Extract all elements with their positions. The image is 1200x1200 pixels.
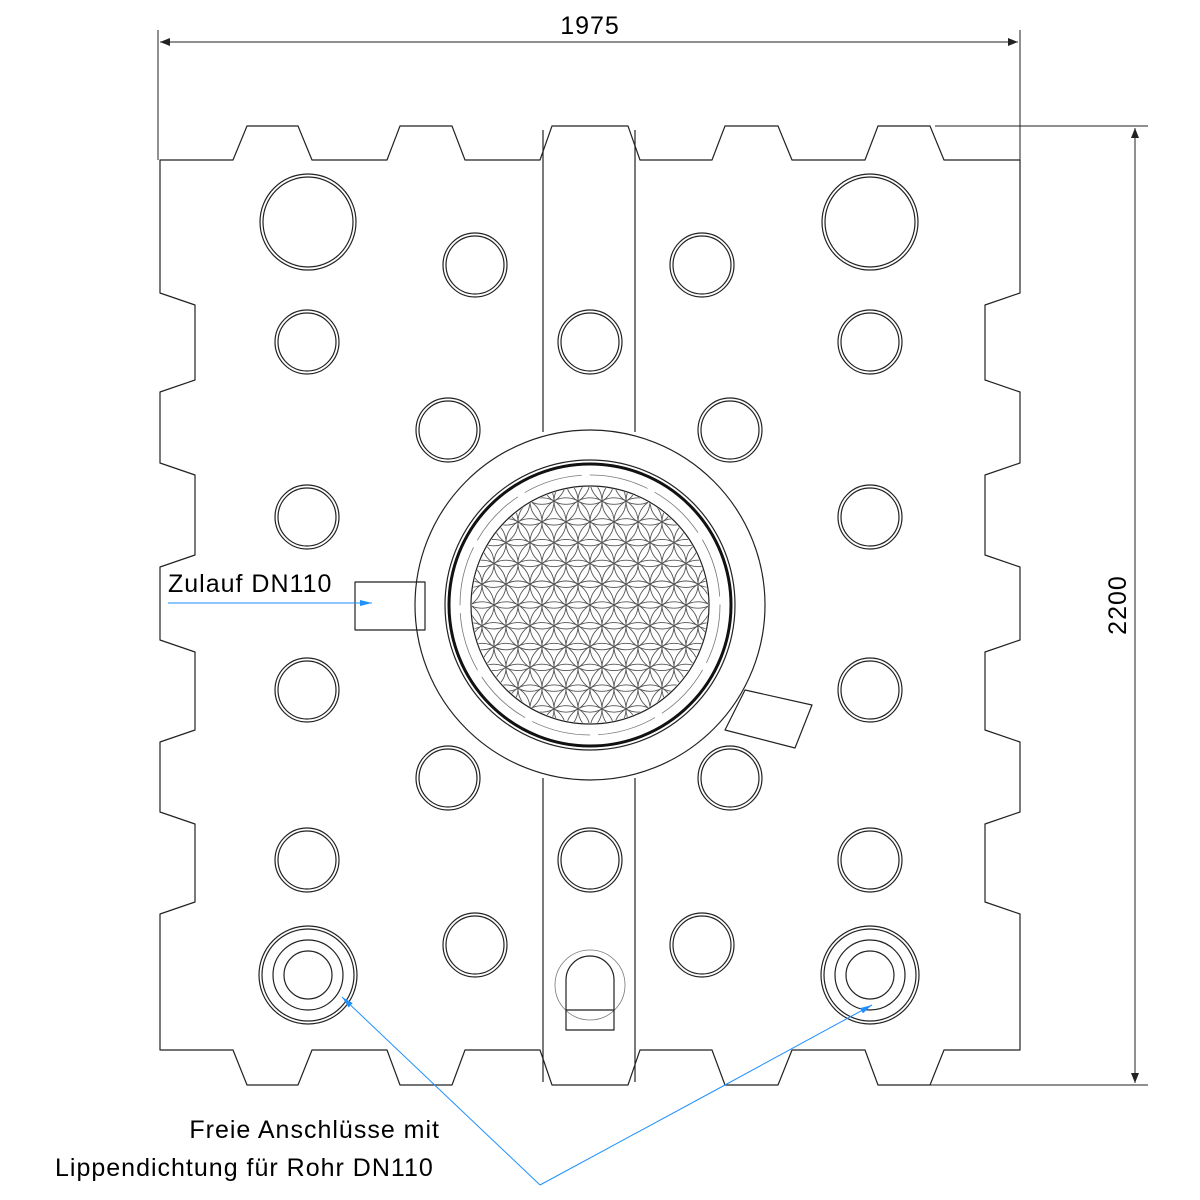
column-ring	[262, 176, 354, 268]
dimension-width: 1975	[157, 12, 1021, 160]
flower-circle	[565, 487, 615, 505]
column-ring	[274, 309, 340, 375]
column-ring	[418, 748, 478, 808]
column-ring	[824, 176, 916, 268]
flower-circle	[541, 487, 591, 505]
flower-circle	[505, 487, 555, 526]
column-ring	[557, 309, 623, 375]
column-ring	[821, 173, 919, 271]
column-ring	[418, 400, 478, 460]
column-ring	[669, 232, 735, 298]
column-ring	[837, 657, 903, 723]
column-ring	[277, 312, 337, 372]
flower-circle	[517, 487, 567, 505]
connections-label-line1: Freie Anschlüsse mit	[189, 1116, 440, 1144]
lid-groove	[459, 474, 721, 736]
flower-circle	[472, 601, 483, 651]
dimension-height-value: 2200	[1104, 575, 1132, 635]
column-ring	[277, 487, 337, 547]
column-ring	[840, 830, 900, 890]
column-ring	[277, 830, 337, 890]
inlet-label: Zulauf DN110	[168, 570, 332, 598]
flower-circle	[472, 559, 483, 609]
outlet-pipe	[724, 689, 813, 749]
column-ring	[837, 309, 903, 375]
connections-leader-left	[341, 996, 541, 1186]
flower-circle	[565, 705, 615, 723]
lid-pattern-border	[470, 485, 710, 725]
column-ring	[840, 312, 900, 372]
inlet-pipe	[354, 581, 426, 631]
flower-circle	[697, 601, 708, 651]
column-ring	[274, 484, 340, 550]
column-ring	[840, 487, 900, 547]
lid-rim	[447, 462, 733, 748]
dimension-width-value: 1975	[560, 12, 620, 40]
column-ring	[274, 657, 340, 723]
flower-circle	[541, 705, 591, 723]
column-ring	[277, 660, 337, 720]
column-ring	[700, 748, 760, 808]
column-ring	[560, 830, 620, 890]
column-ring	[557, 827, 623, 893]
flower-circle	[517, 705, 567, 723]
column-ring	[697, 745, 763, 811]
connections-label-line2: Lippendichtung für Rohr DN110	[55, 1154, 434, 1182]
column-ring	[840, 660, 900, 720]
column-ring	[672, 235, 732, 295]
dimension-height: 2200	[930, 125, 1148, 1086]
tank-outline	[159, 125, 1021, 1086]
column-ring	[700, 400, 760, 460]
flower-circle	[613, 705, 663, 723]
column-ring	[669, 912, 735, 978]
dome-outer	[414, 429, 766, 781]
column-ring	[442, 232, 508, 298]
column-ring	[442, 912, 508, 978]
column-ring	[274, 827, 340, 893]
column-ring	[415, 397, 481, 463]
flower-circle	[625, 487, 675, 526]
column-ring	[259, 173, 357, 271]
support-columns	[259, 173, 919, 978]
flower-circle	[697, 559, 708, 609]
flower-circle	[625, 684, 675, 723]
bottom-outlet	[554, 949, 626, 1031]
free-connection-left	[258, 925, 358, 1025]
flower-circle	[472, 580, 495, 630]
column-ring	[837, 827, 903, 893]
flower-circle	[685, 580, 708, 630]
flower-circle	[589, 705, 639, 723]
column-ring	[837, 484, 903, 550]
flower-of-life-pattern	[472, 487, 708, 723]
flower-circle	[589, 487, 639, 505]
column-ring	[445, 915, 505, 975]
column-ring	[415, 745, 481, 811]
free-connection-right	[820, 925, 920, 1025]
dome-inner	[444, 459, 736, 751]
column-ring	[560, 312, 620, 372]
connections-leader-right	[539, 1004, 873, 1186]
flower-circle	[505, 684, 555, 723]
column-ring	[697, 397, 763, 463]
column-ring	[672, 915, 732, 975]
column-ring	[445, 235, 505, 295]
flower-circle	[613, 487, 663, 505]
